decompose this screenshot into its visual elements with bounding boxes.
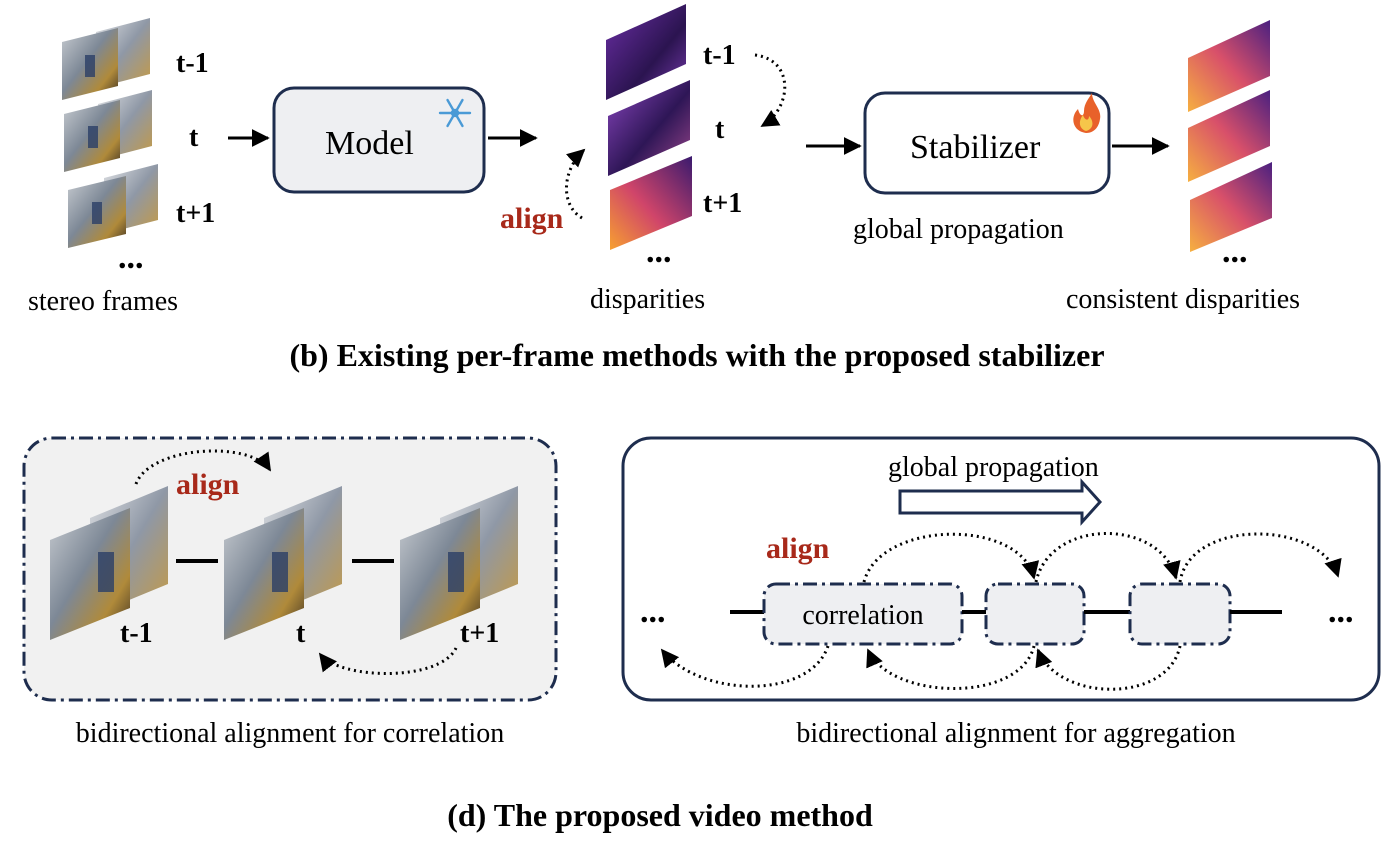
correlation-frame-t-1	[50, 486, 168, 640]
model-label: Model	[325, 125, 414, 162]
br-align-label: align	[766, 532, 830, 565]
top-align-label: align	[500, 202, 564, 235]
frame-ellipsis: ...	[118, 239, 144, 276]
correlation-frame-t+1	[400, 486, 518, 640]
br-ellipsis-right: ...	[1328, 593, 1354, 630]
stereo-frames	[62, 18, 158, 248]
stabilizer-global-propagation: global propagation	[853, 214, 1064, 245]
frame-label-t+1: t+1	[176, 198, 215, 229]
correlation-frames	[50, 486, 518, 640]
correlation-frame-t	[224, 486, 342, 640]
disparity-maps	[606, 4, 692, 250]
disp-label-t: t	[715, 114, 725, 145]
bl-frame-label-t+1: t+1	[460, 618, 499, 649]
br-caption: bidirectional alignment for aggregation	[796, 718, 1235, 749]
global-propagation-arrow	[898, 478, 1103, 526]
disparity-t+1	[610, 156, 692, 250]
consistent-ellipsis: ...	[1222, 233, 1248, 270]
snowflake-icon	[438, 98, 472, 128]
correlation-label: correlation	[802, 600, 923, 631]
section-title-b: (b) Existing per-frame methods with the …	[289, 337, 1104, 373]
stereo-frame-t+1	[68, 164, 158, 248]
stereo-frame-t-1	[62, 18, 150, 100]
disp-label-t+1: t+1	[703, 188, 742, 219]
consistent-disparity-maps	[1188, 20, 1272, 252]
consistent-disparity-t+1	[1190, 162, 1272, 252]
consistent-disparity-t	[1188, 90, 1270, 182]
disp-ellipsis: ...	[646, 233, 672, 270]
disparity-t-1	[606, 4, 686, 100]
consistent-disparity-t-1	[1188, 20, 1270, 112]
stabilizer-box: Stabilizer	[863, 91, 1111, 195]
aggregation-block-2	[1128, 582, 1232, 646]
br-global-propagation: global propagation	[888, 452, 1099, 483]
model-box: Model	[272, 86, 486, 194]
stereo-frames-caption: stereo frames	[28, 286, 178, 317]
section-title-d: (d) The proposed video method	[447, 797, 873, 833]
bl-caption: bidirectional alignment for correlation	[76, 718, 504, 749]
br-ellipsis-left: ...	[640, 593, 666, 630]
bl-frame-label-t: t	[296, 618, 306, 649]
flame-icon	[1073, 93, 1101, 133]
bl-frame-label-t-1: t-1	[120, 618, 153, 649]
frame-label-t: t	[189, 122, 199, 153]
disp-label-t-1: t-1	[703, 40, 736, 71]
disparities-caption: disparities	[590, 284, 705, 315]
stabilizer-label: Stabilizer	[910, 129, 1041, 166]
disparity-t	[608, 80, 690, 176]
frame-label-t-1: t-1	[176, 48, 209, 79]
aggregation-block-1	[984, 582, 1086, 646]
consistent-disparities-caption: consistent disparities	[1066, 284, 1300, 315]
stereo-frame-t	[64, 90, 152, 172]
bl-align-label: align	[176, 468, 240, 501]
